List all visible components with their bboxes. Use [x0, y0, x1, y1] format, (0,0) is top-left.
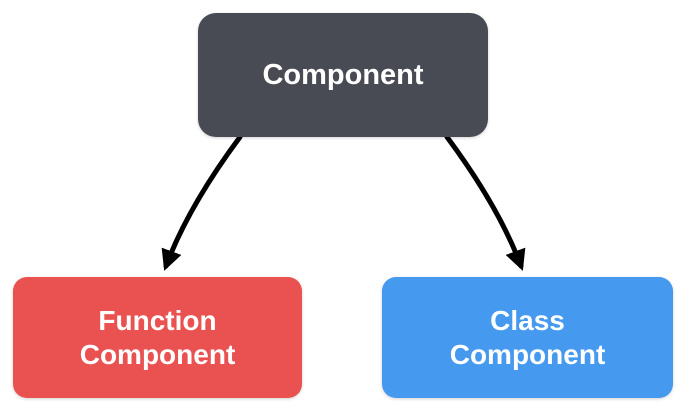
node-component: Component	[198, 13, 488, 137]
arrow-component-to-class-component	[444, 134, 526, 271]
arrow-component-to-function-component	[161, 134, 243, 271]
node-function-component-label: Function Component	[79, 304, 236, 370]
node-class-component-label: Class Component	[449, 304, 606, 370]
node-component-label: Component	[262, 59, 424, 91]
node-function-component: Function Component	[13, 277, 302, 398]
node-class-component: Class Component	[382, 277, 673, 398]
